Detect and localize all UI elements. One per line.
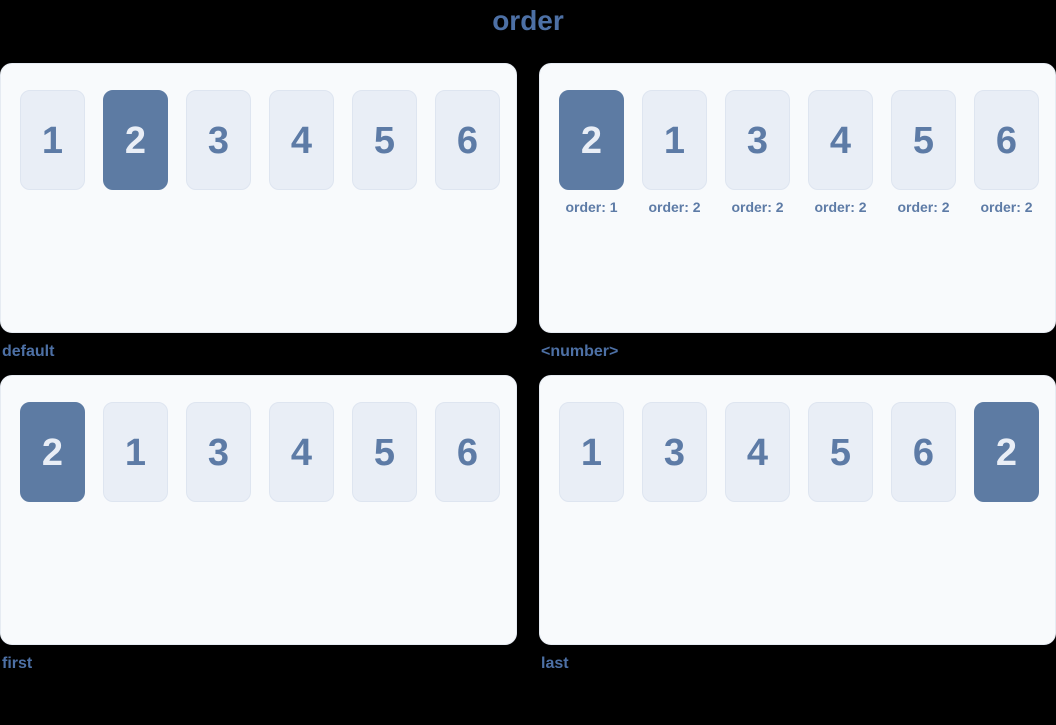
flex-item-box: 4 — [269, 402, 334, 502]
order-caption: order: 2 — [897, 199, 950, 215]
panel-label-default: default — [2, 343, 55, 360]
flex-item-box: 6 — [891, 402, 956, 502]
flex-item-box: 5 — [352, 402, 417, 502]
panel-label-last: last — [541, 655, 569, 672]
flex-item-column: 2 order: 1 — [559, 90, 624, 216]
flex-item-box: 3 — [186, 402, 251, 502]
flex-item-box: 5 — [352, 90, 417, 190]
flex-item-column: 6 order: 2 — [974, 90, 1039, 216]
flex-item-column: 1 order: 2 — [642, 90, 707, 216]
flex-item-box: 1 — [20, 90, 85, 190]
order-caption: order: 2 — [980, 199, 1033, 215]
flex-item-box: 1 — [642, 90, 707, 190]
flex-item-box: 2 — [559, 90, 624, 190]
flex-item-box: 4 — [269, 90, 334, 190]
flex-item-box: 6 — [435, 402, 500, 502]
flex-item-box: 1 — [559, 402, 624, 502]
flex-item-box: 6 — [974, 90, 1039, 190]
flex-item-box: 4 — [725, 402, 790, 502]
flex-item-box: 1 — [103, 402, 168, 502]
flex-item-box: 2 — [20, 402, 85, 502]
panel-first: 2 1 3 4 5 6 — [0, 375, 517, 645]
order-caption: order: 1 — [565, 199, 618, 215]
panel-label-number: <number> — [541, 343, 619, 360]
flex-item-box: 3 — [186, 90, 251, 190]
flex-item-box: 6 — [435, 90, 500, 190]
flex-item-box: 2 — [103, 90, 168, 190]
flex-item-box: 3 — [725, 90, 790, 190]
flex-item-box: 3 — [642, 402, 707, 502]
demo-default: 1 2 3 4 5 6 default — [0, 63, 517, 361]
flex-item-box: 5 — [891, 90, 956, 190]
order-caption: order: 2 — [814, 199, 867, 215]
flex-item-column: 5 order: 2 — [891, 90, 956, 216]
flex-item-column: 4 order: 2 — [808, 90, 873, 216]
order-caption: order: 2 — [648, 199, 701, 215]
demo-grid: 1 2 3 4 5 6 default 2 order: 1 1 order: … — [0, 63, 1056, 687]
page-title: order — [492, 5, 564, 36]
panel-label-first: first — [2, 655, 33, 672]
demo-number: 2 order: 1 1 order: 2 3 order: 2 4 order… — [539, 63, 1056, 361]
demo-last: 1 3 4 5 6 2 last — [539, 375, 1056, 673]
flex-item-box: 4 — [808, 90, 873, 190]
panel-number: 2 order: 1 1 order: 2 3 order: 2 4 order… — [539, 63, 1056, 333]
panel-default: 1 2 3 4 5 6 — [0, 63, 517, 333]
flex-item-box: 5 — [808, 402, 873, 502]
demo-first: 2 1 3 4 5 6 first — [0, 375, 517, 673]
flex-item-box: 2 — [974, 402, 1039, 502]
order-caption: order: 2 — [731, 199, 784, 215]
flex-item-column: 3 order: 2 — [725, 90, 790, 216]
panel-last: 1 3 4 5 6 2 — [539, 375, 1056, 645]
